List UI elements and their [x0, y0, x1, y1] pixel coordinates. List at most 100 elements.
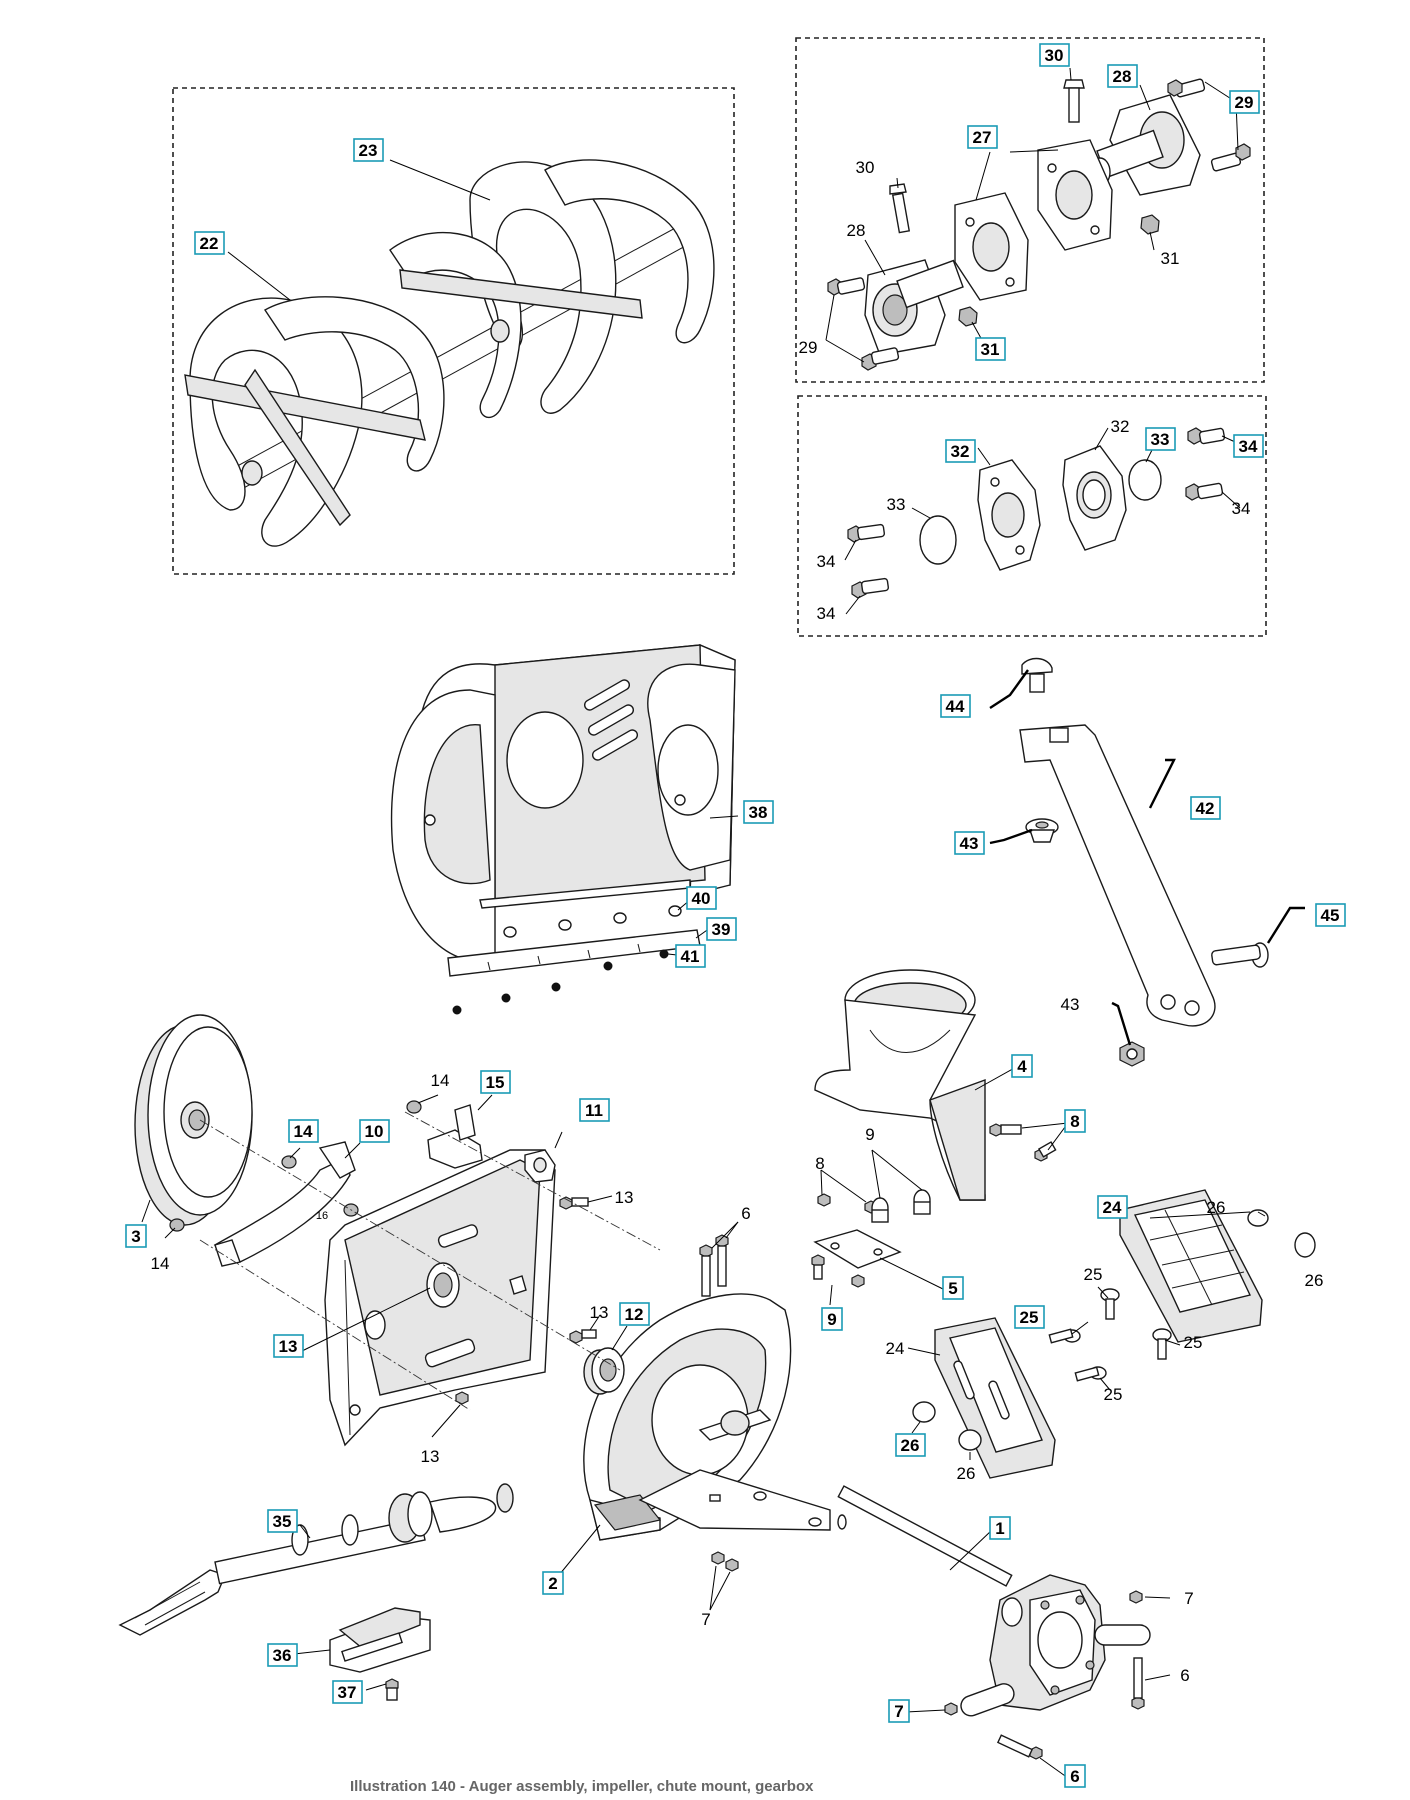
- bolt-25-b: [1152, 1328, 1172, 1360]
- label-25-plain-a: 25: [1084, 1265, 1103, 1284]
- bracket-10: [213, 1141, 361, 1267]
- nut-31-top: [1140, 214, 1160, 235]
- label-14-boxed: 14: [294, 1122, 313, 1141]
- label-15: 15: [486, 1073, 505, 1092]
- label-34-plain-d: 34: [817, 604, 836, 623]
- label-14-plain-b: 14: [431, 1071, 450, 1090]
- label-34-boxed: 34: [1239, 437, 1258, 456]
- label-7-boxed: 7: [894, 1702, 903, 1721]
- label-28-boxed: 28: [1113, 67, 1132, 86]
- bolt-44: [1021, 657, 1053, 693]
- bolt-34-d: [851, 577, 890, 599]
- bolt-9-c: [811, 1254, 825, 1280]
- bolt-13-b: [569, 1329, 597, 1344]
- bolt-6-c: [1131, 1657, 1145, 1710]
- label-41: 41: [681, 947, 700, 966]
- spacer-plate-27-right: [1037, 139, 1113, 251]
- plate-5: [813, 1229, 902, 1269]
- nut-7-c: [1129, 1590, 1143, 1604]
- label-13-plain-b: 13: [590, 1303, 609, 1322]
- cap-33-left: [919, 515, 957, 565]
- coupling-36: [293, 1607, 431, 1673]
- bracket-15: [427, 1129, 483, 1169]
- chute-hardware: [811, 1122, 1069, 1306]
- label-44: 44: [946, 697, 965, 716]
- label-3: 3: [131, 1227, 140, 1246]
- bushing-detail-parts: [844, 427, 1245, 615]
- label-24-plain: 24: [886, 1339, 905, 1358]
- belt-guard-hardware: [164, 1094, 439, 1239]
- label-23: 23: [359, 141, 378, 160]
- label-4: 4: [1017, 1057, 1027, 1076]
- bolt-29-top: [1167, 78, 1206, 98]
- label-33-boxed: 33: [1151, 430, 1170, 449]
- auger-housing: [390, 643, 739, 1015]
- label-14-plain-c: 14: [151, 1254, 170, 1273]
- label-30-boxed: 30: [1045, 46, 1064, 65]
- nut-7-a: [711, 1551, 725, 1565]
- bolt-34-a: [1187, 427, 1226, 445]
- nut-43-bottom: [1119, 1041, 1145, 1067]
- drive-shaft-35: [118, 1483, 514, 1636]
- label-26-plain-c: 26: [957, 1464, 976, 1483]
- bolt-29-left-bottom: [861, 347, 900, 371]
- label-13-plain-a: 13: [615, 1188, 634, 1207]
- label-39: 39: [712, 920, 731, 939]
- label-30-plain: 30: [856, 158, 875, 177]
- bolt-25-a: [1100, 1288, 1120, 1320]
- bolt-6-a: [699, 1244, 713, 1297]
- bolt-34-c: [847, 523, 886, 543]
- label-24-boxed: 24: [1103, 1198, 1122, 1217]
- label-16: 16: [316, 1210, 328, 1222]
- label-13-plain-c: 13: [421, 1447, 440, 1466]
- label-43-plain: 43: [1061, 995, 1080, 1014]
- auger-blade-left: [184, 296, 445, 547]
- auger-detail-frame: [172, 87, 735, 575]
- label-22: 22: [200, 234, 219, 253]
- gearbox-1: [837, 1485, 1151, 1717]
- label-26-plain-a: 26: [1207, 1198, 1226, 1217]
- bolt-13-a: [559, 1196, 589, 1210]
- label-11: 11: [585, 1101, 603, 1120]
- bolt-9-d: [851, 1274, 865, 1288]
- bearing-detail-frame: [795, 37, 1265, 383]
- label-25-plain-b: 25: [1184, 1333, 1203, 1352]
- label-29-boxed: 29: [1235, 93, 1254, 112]
- bolt-25-c: [1048, 1328, 1081, 1344]
- bolt-30-top: [1063, 79, 1085, 123]
- label-13-boxed: 13: [279, 1337, 298, 1356]
- bolt-37: [365, 1678, 399, 1701]
- gearbox-hardware: [905, 1590, 1171, 1779]
- label-1: 1: [995, 1519, 1004, 1538]
- nuts-41: [452, 949, 669, 1015]
- label-42: 42: [1196, 799, 1215, 818]
- skid-shoes: [907, 1189, 1316, 1479]
- impeller-bolts: [699, 1221, 739, 1611]
- cap-33-right: [1128, 459, 1162, 501]
- nut-31-bottom: [958, 306, 978, 327]
- label-25-boxed: 25: [1020, 1308, 1039, 1327]
- label-34-plain-c: 34: [817, 552, 836, 571]
- bushing-32-left: [977, 459, 1041, 571]
- label-33-plain: 33: [887, 495, 906, 514]
- bolt-45: [1211, 942, 1269, 968]
- figure-caption: Illustration 140 - Auger assembly, impel…: [350, 1778, 814, 1795]
- bushing-detail-frame: [797, 395, 1267, 637]
- chute-base: [814, 969, 1019, 1201]
- washer-26-a: [1247, 1209, 1269, 1227]
- label-27: 27: [973, 128, 992, 147]
- label-37: 37: [338, 1683, 357, 1702]
- bolt-34-b: [1185, 482, 1224, 501]
- label-38: 38: [749, 803, 768, 822]
- label-26-boxed: 26: [901, 1436, 920, 1455]
- bolt-13-c: [455, 1391, 469, 1405]
- label-12: 12: [625, 1305, 644, 1324]
- nut-14-b: [169, 1218, 185, 1232]
- label-7-plain-b: 7: [1184, 1589, 1193, 1608]
- nut-14-a: [281, 1155, 297, 1169]
- auger-assembly: [184, 159, 715, 547]
- carriage-bolts-40: [503, 905, 682, 938]
- bolt-30-left: [889, 183, 911, 234]
- label-8-boxed: 8: [1070, 1112, 1079, 1131]
